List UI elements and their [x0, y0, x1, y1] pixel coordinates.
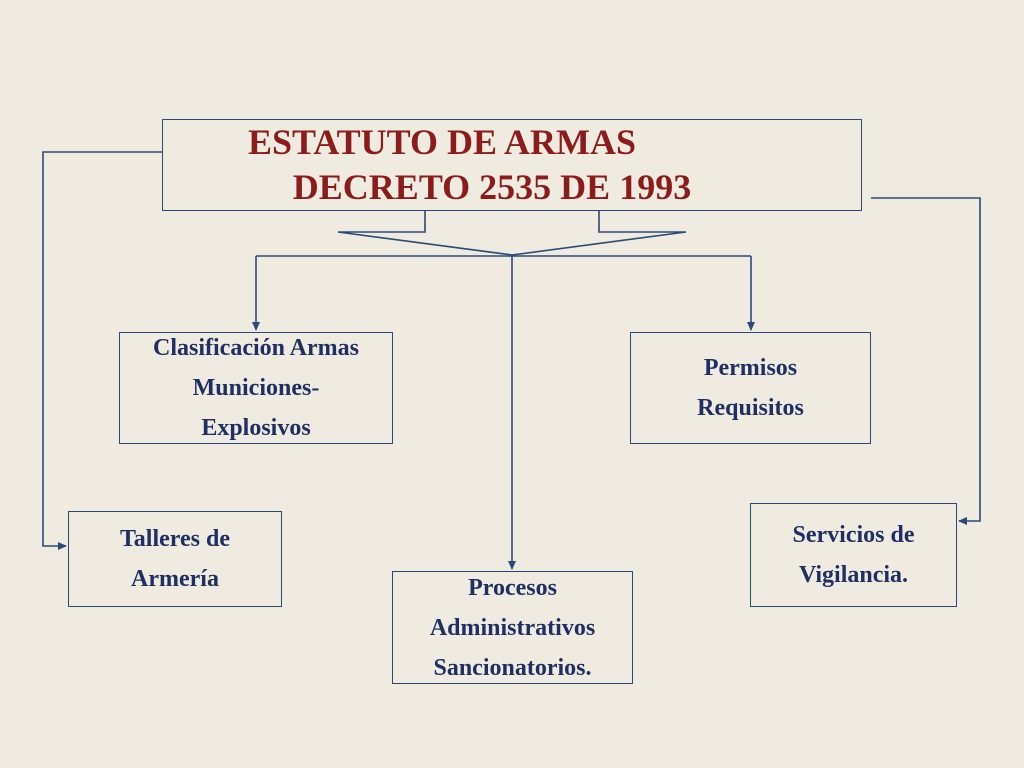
node-permisos-line-1: Permisos — [703, 355, 798, 381]
node-permisos-line-2: Requisitos — [697, 395, 804, 421]
node-clasificacion: Clasificación Armas Municiones- Explosiv… — [119, 332, 393, 444]
node-clasificacion-line-3: Explosivos — [201, 415, 311, 441]
node-servicios-line-2: Vigilancia. — [798, 562, 909, 588]
node-procesos-line-3: Sancionatorios. — [433, 654, 592, 681]
node-procesos-line-1: Procesos — [468, 574, 557, 601]
node-clasificacion-line-1: Clasificación Armas — [153, 335, 359, 361]
node-procesos-line-2: Administrativos — [429, 614, 596, 641]
node-talleres: Talleres de Armería — [68, 511, 282, 607]
connector-servicios — [871, 197, 981, 525]
connector-talleres — [42, 151, 162, 550]
title-brace — [337, 211, 687, 256]
node-talleres-line-2: Armería — [131, 566, 219, 592]
title-line-1: ESTATUTO DE ARMAS — [247, 122, 637, 162]
node-servicios-line-1: Servicios de — [792, 522, 915, 548]
title-line-2: DECRETO 2535 DE 1993 — [292, 167, 692, 207]
title-node: ESTATUTO DE ARMAS DECRETO 2535 DE 1993 — [162, 119, 862, 211]
node-procesos: Procesos Administrativos Sancionatorios. — [392, 571, 633, 684]
node-permisos: Permisos Requisitos — [630, 332, 871, 444]
node-clasificacion-line-2: Municiones- — [192, 375, 320, 401]
node-talleres-line-1: Talleres de — [119, 526, 230, 552]
node-servicios: Servicios de Vigilancia. — [750, 503, 957, 607]
